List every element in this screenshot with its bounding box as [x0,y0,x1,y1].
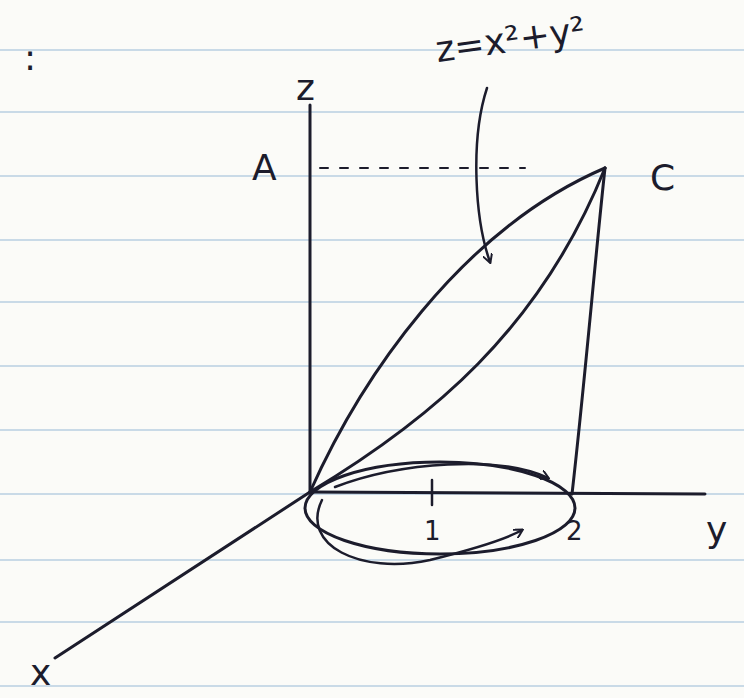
point-label: A [252,150,277,186]
ink-drawing [55,88,705,658]
colon-mark: : [24,40,36,76]
tick-label: 2 [566,518,583,544]
surface-equation: z=x²+y² [433,12,587,69]
axis-label: x [30,655,51,691]
axis-label: z [296,70,315,106]
paper-rules [0,50,744,686]
tick-label: 1 [424,518,441,544]
point-label: C [650,160,675,196]
axis-label: y [706,512,727,548]
